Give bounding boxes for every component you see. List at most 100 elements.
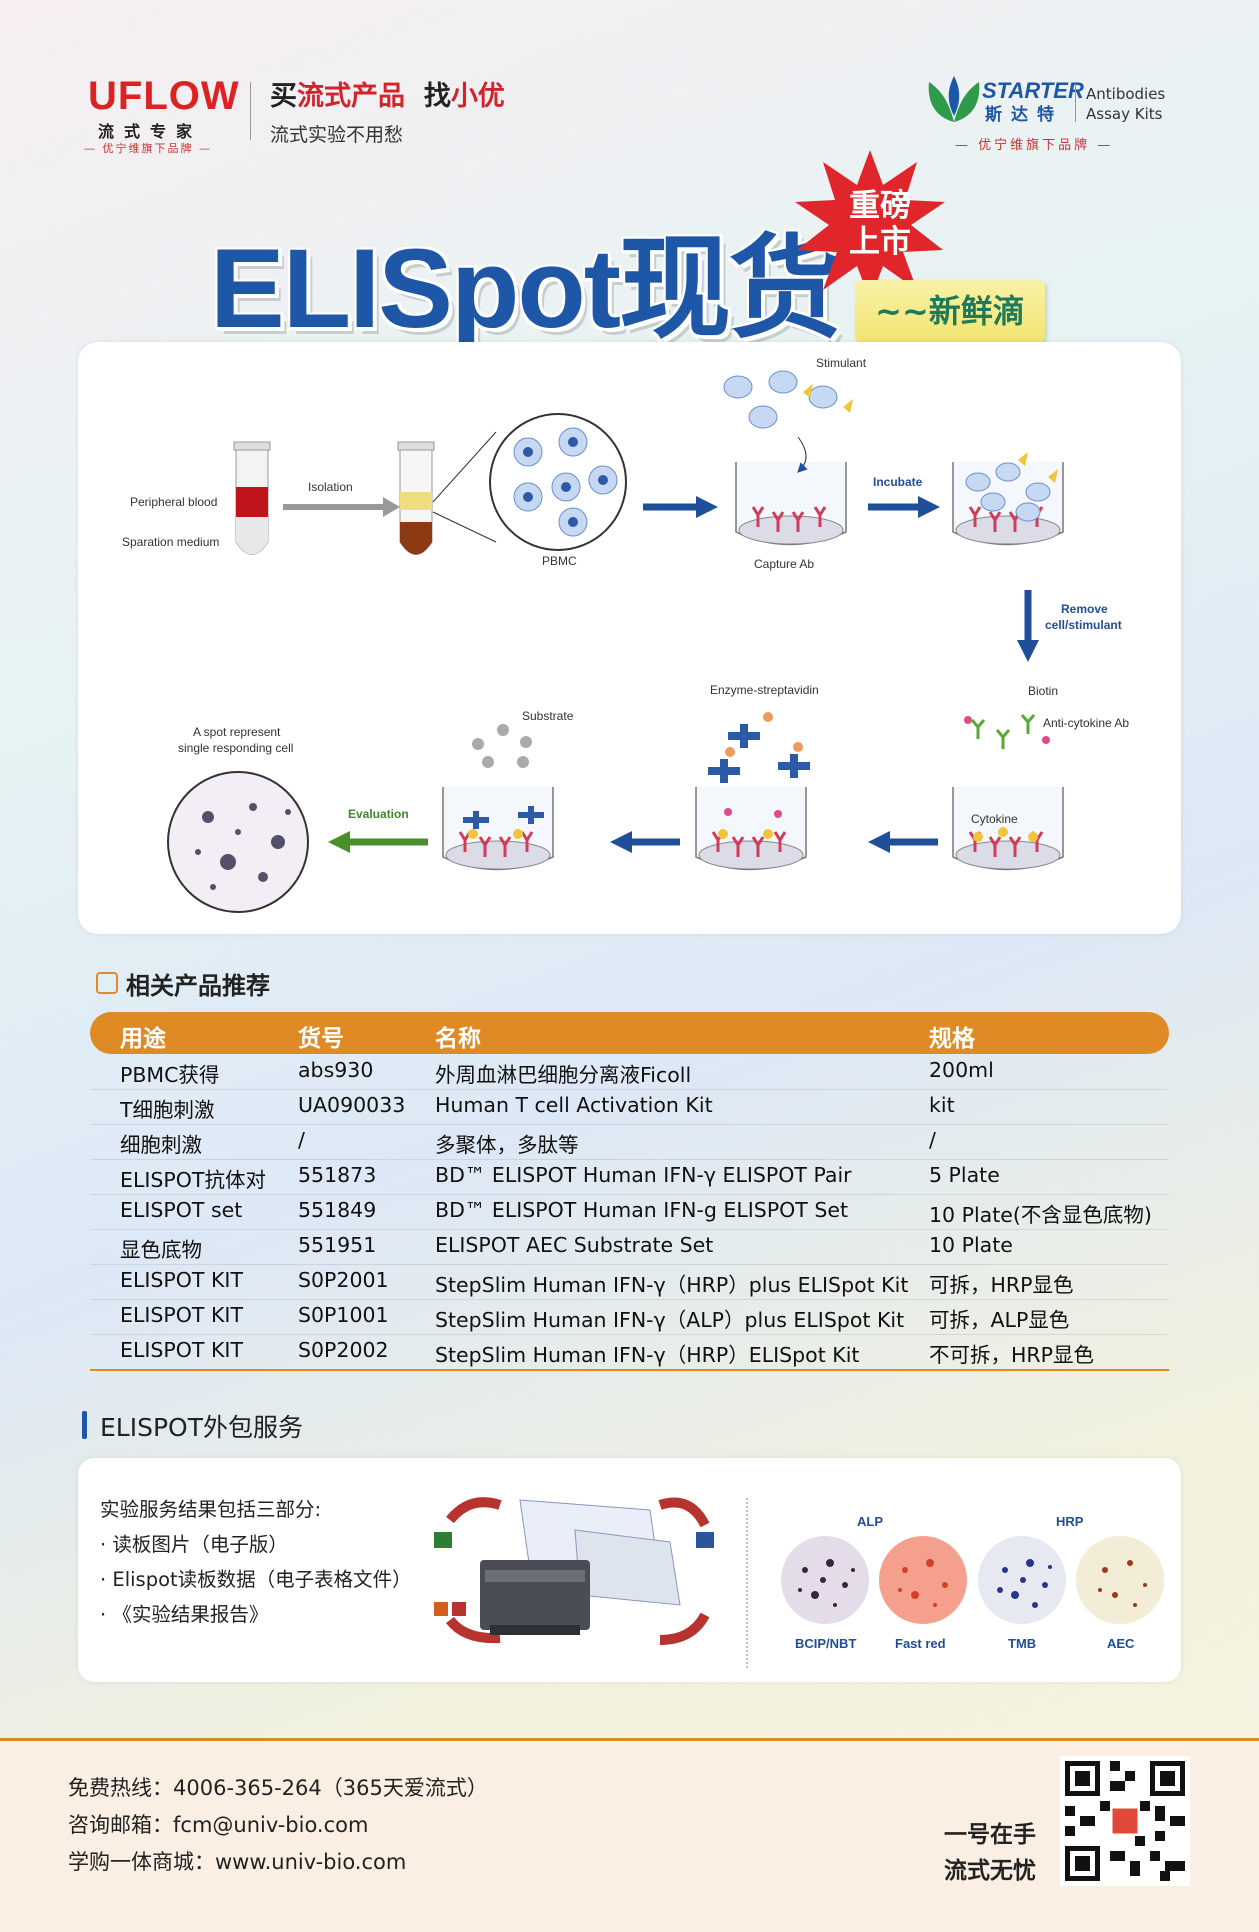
label-capture-ab: Capture Ab — [754, 557, 815, 571]
cell: 5 Plate — [929, 1163, 1000, 1187]
table-row: 显色底物 551951 ELISPOT AEC Substrate Set 10 Pl… — [90, 1229, 1169, 1265]
cell: S0P2002 — [298, 1338, 389, 1362]
footer-hotline: 免费热线：4006-365-264（365天爱流式） — [68, 1776, 488, 1800]
cell: T细胞刺激 — [120, 1098, 215, 1122]
cell: 多聚体，多肽等 — [435, 1133, 579, 1157]
starter-subtitle: — 优宁维旗下品牌 — — [955, 138, 1114, 153]
slogan-line-2: 流式实验不用愁 — [270, 124, 404, 146]
table-row: ELISPOT set 551849 BD™ ELISPOT Human IFN-… — [90, 1194, 1169, 1230]
table-row: ELISPOT KIT S0P2002 StepSlim Human IFN-γ（H… — [90, 1334, 1169, 1371]
label-separation-medium: Sparation medium — [122, 535, 220, 549]
cell: ELISPOT AEC Substrate Set — [435, 1233, 714, 1257]
qr-code-icon[interactable] — [1060, 1756, 1190, 1886]
label-peripheral-blood: Peripheral blood — [130, 495, 218, 509]
service-item: · 《实验结果报告》 — [100, 1603, 269, 1626]
table-row: ELISPOT抗体对 551873 BD™ ELISPOT Human IFN-γ … — [90, 1159, 1169, 1195]
cell: 551873 — [298, 1163, 377, 1187]
table-row: T细胞刺激 UA090033 Human T cell Activation Kit… — [90, 1089, 1169, 1125]
cell: ELISPOT set — [120, 1198, 243, 1222]
label-remove: Remove — [1061, 602, 1108, 616]
footer-email[interactable]: 咨询邮箱：fcm@univ-bio.com — [68, 1813, 369, 1837]
page-title: ELISpot现货 — [210, 226, 841, 351]
label-pbmc: PBMC — [542, 554, 577, 568]
label-tmb: TMB — [1008, 1636, 1037, 1651]
service-item: · 读板图片（电子版） — [100, 1533, 288, 1556]
cell: 可拆，HRP显色 — [929, 1273, 1074, 1297]
label-fast-red: Fast red — [895, 1636, 946, 1651]
cell: abs930 — [298, 1058, 374, 1082]
service-divider — [746, 1498, 748, 1668]
cell: 显色底物 — [120, 1238, 202, 1262]
label-enzyme-streptavidin: Enzyme-streptavidin — [710, 683, 819, 697]
label-stimulant: Stimulant — [816, 356, 867, 370]
cell: Human T cell Activation Kit — [435, 1093, 713, 1117]
stained-dishes — [781, 1536, 1164, 1624]
col-header-catalog: 货号 — [298, 1026, 344, 1052]
label-isolation: Isolation — [308, 480, 353, 494]
cell: ELISPOT KIT — [120, 1268, 243, 1292]
slogan-line-1: 买流式产品 找小优 — [270, 81, 505, 112]
cell: 551849 — [298, 1198, 377, 1222]
label-spot-1: A spot represent — [193, 725, 281, 739]
cell: S0P1001 — [298, 1303, 389, 1327]
starter-logo: STARTER — [982, 78, 1084, 103]
cell: StepSlim Human IFN-γ（HRP）plus ELISpot Ki… — [435, 1273, 909, 1297]
label-substrate: Substrate — [522, 709, 574, 723]
starter-cn-name: 斯达特 — [985, 105, 1063, 125]
col-header-usage: 用途 — [120, 1026, 166, 1052]
cell: 10 Plate(不含显色底物) — [929, 1203, 1152, 1227]
elispot-workflow-diagram: Peripheral blood Sparation medium Isolat… — [78, 342, 1181, 934]
footer — [0, 1738, 1259, 1932]
label-bcip-nbt: BCIP/NBT — [795, 1636, 857, 1651]
table-header: 用途 货号 名称 规格 — [90, 1012, 1169, 1054]
service-item: · Elispot读板数据（电子表格文件） — [100, 1568, 412, 1591]
fresh-badge: ~~新鲜滴 — [855, 280, 1045, 342]
workflow-graphic — [167, 370, 1064, 913]
label-incubate: Incubate — [873, 475, 923, 489]
cell: ELISPOT KIT — [120, 1303, 243, 1327]
label-spot-2: single responding cell — [178, 741, 294, 755]
table-row: 细胞刺激/多聚体，多肽等/ — [90, 1124, 1169, 1160]
starter-divider — [1075, 84, 1076, 122]
cell: BD™ ELISPOT Human IFN-γ ELISPOT Pair — [435, 1163, 852, 1187]
cell: BD™ ELISPOT Human IFN-g ELISPOT Set — [435, 1198, 849, 1222]
cell: ELISPOT抗体对 — [120, 1168, 266, 1192]
cell: UA090033 — [298, 1093, 406, 1117]
uflow-subtitle: — 优宁维旗下品牌 — — [84, 142, 212, 155]
col-header-spec: 规格 — [929, 1026, 975, 1052]
cell: 外周血淋巴细胞分离液Ficoll — [435, 1063, 692, 1087]
elispot-reader-image — [434, 1497, 714, 1645]
label-evaluation: Evaluation — [348, 807, 409, 821]
cell: 10 Plate — [929, 1233, 1013, 1257]
service-heading: ELISPOT外包服务 — [100, 1413, 303, 1442]
uflow-cn-name: 流式专家 — [98, 122, 203, 141]
header-divider — [250, 82, 251, 140]
cell: 可拆，ALP显色 — [929, 1308, 1070, 1332]
cell: 200ml — [929, 1058, 994, 1082]
col-header-name: 名称 — [435, 1026, 481, 1052]
table-row: ELISPOT KIT S0P1001 StepSlim Human IFN-γ（A… — [90, 1299, 1169, 1335]
label-cell-stimulant: cell/stimulant — [1045, 618, 1122, 632]
label-aec: AEC — [1107, 1636, 1135, 1651]
label-anti-cytokine-ab: Anti-cytokine Ab — [1043, 716, 1130, 730]
footer-slogan-2: 流式无忧 — [944, 1858, 1036, 1884]
label-biotin: Biotin — [1028, 684, 1059, 698]
footer-slogan-1: 一号在手 — [944, 1822, 1036, 1848]
cell: kit — [929, 1093, 955, 1117]
starburst-icon — [795, 150, 945, 300]
checklist-icon — [96, 972, 118, 994]
cell: / — [929, 1128, 936, 1152]
uflow-logo: UFLOW — [88, 74, 240, 118]
cell: ELISPOT KIT — [120, 1338, 243, 1362]
footer-website[interactable]: 学购一体商城：www.univ-bio.com — [68, 1850, 407, 1874]
table-row: PBMC获得 abs930 外周血淋巴细胞分离液Ficoll 200ml — [90, 1054, 1169, 1090]
cell: PBMC获得 — [120, 1063, 220, 1087]
cell: 551951 — [298, 1233, 377, 1257]
label-cytokine: Cytokine — [971, 812, 1018, 826]
cell: StepSlim Human IFN-γ（ALP）plus ELISpot Ki… — [435, 1308, 905, 1332]
label-hrp: HRP — [1056, 1514, 1084, 1529]
cell: StepSlim Human IFN-γ（HRP）ELISpot Kit — [435, 1343, 860, 1367]
section-marker — [82, 1411, 87, 1439]
